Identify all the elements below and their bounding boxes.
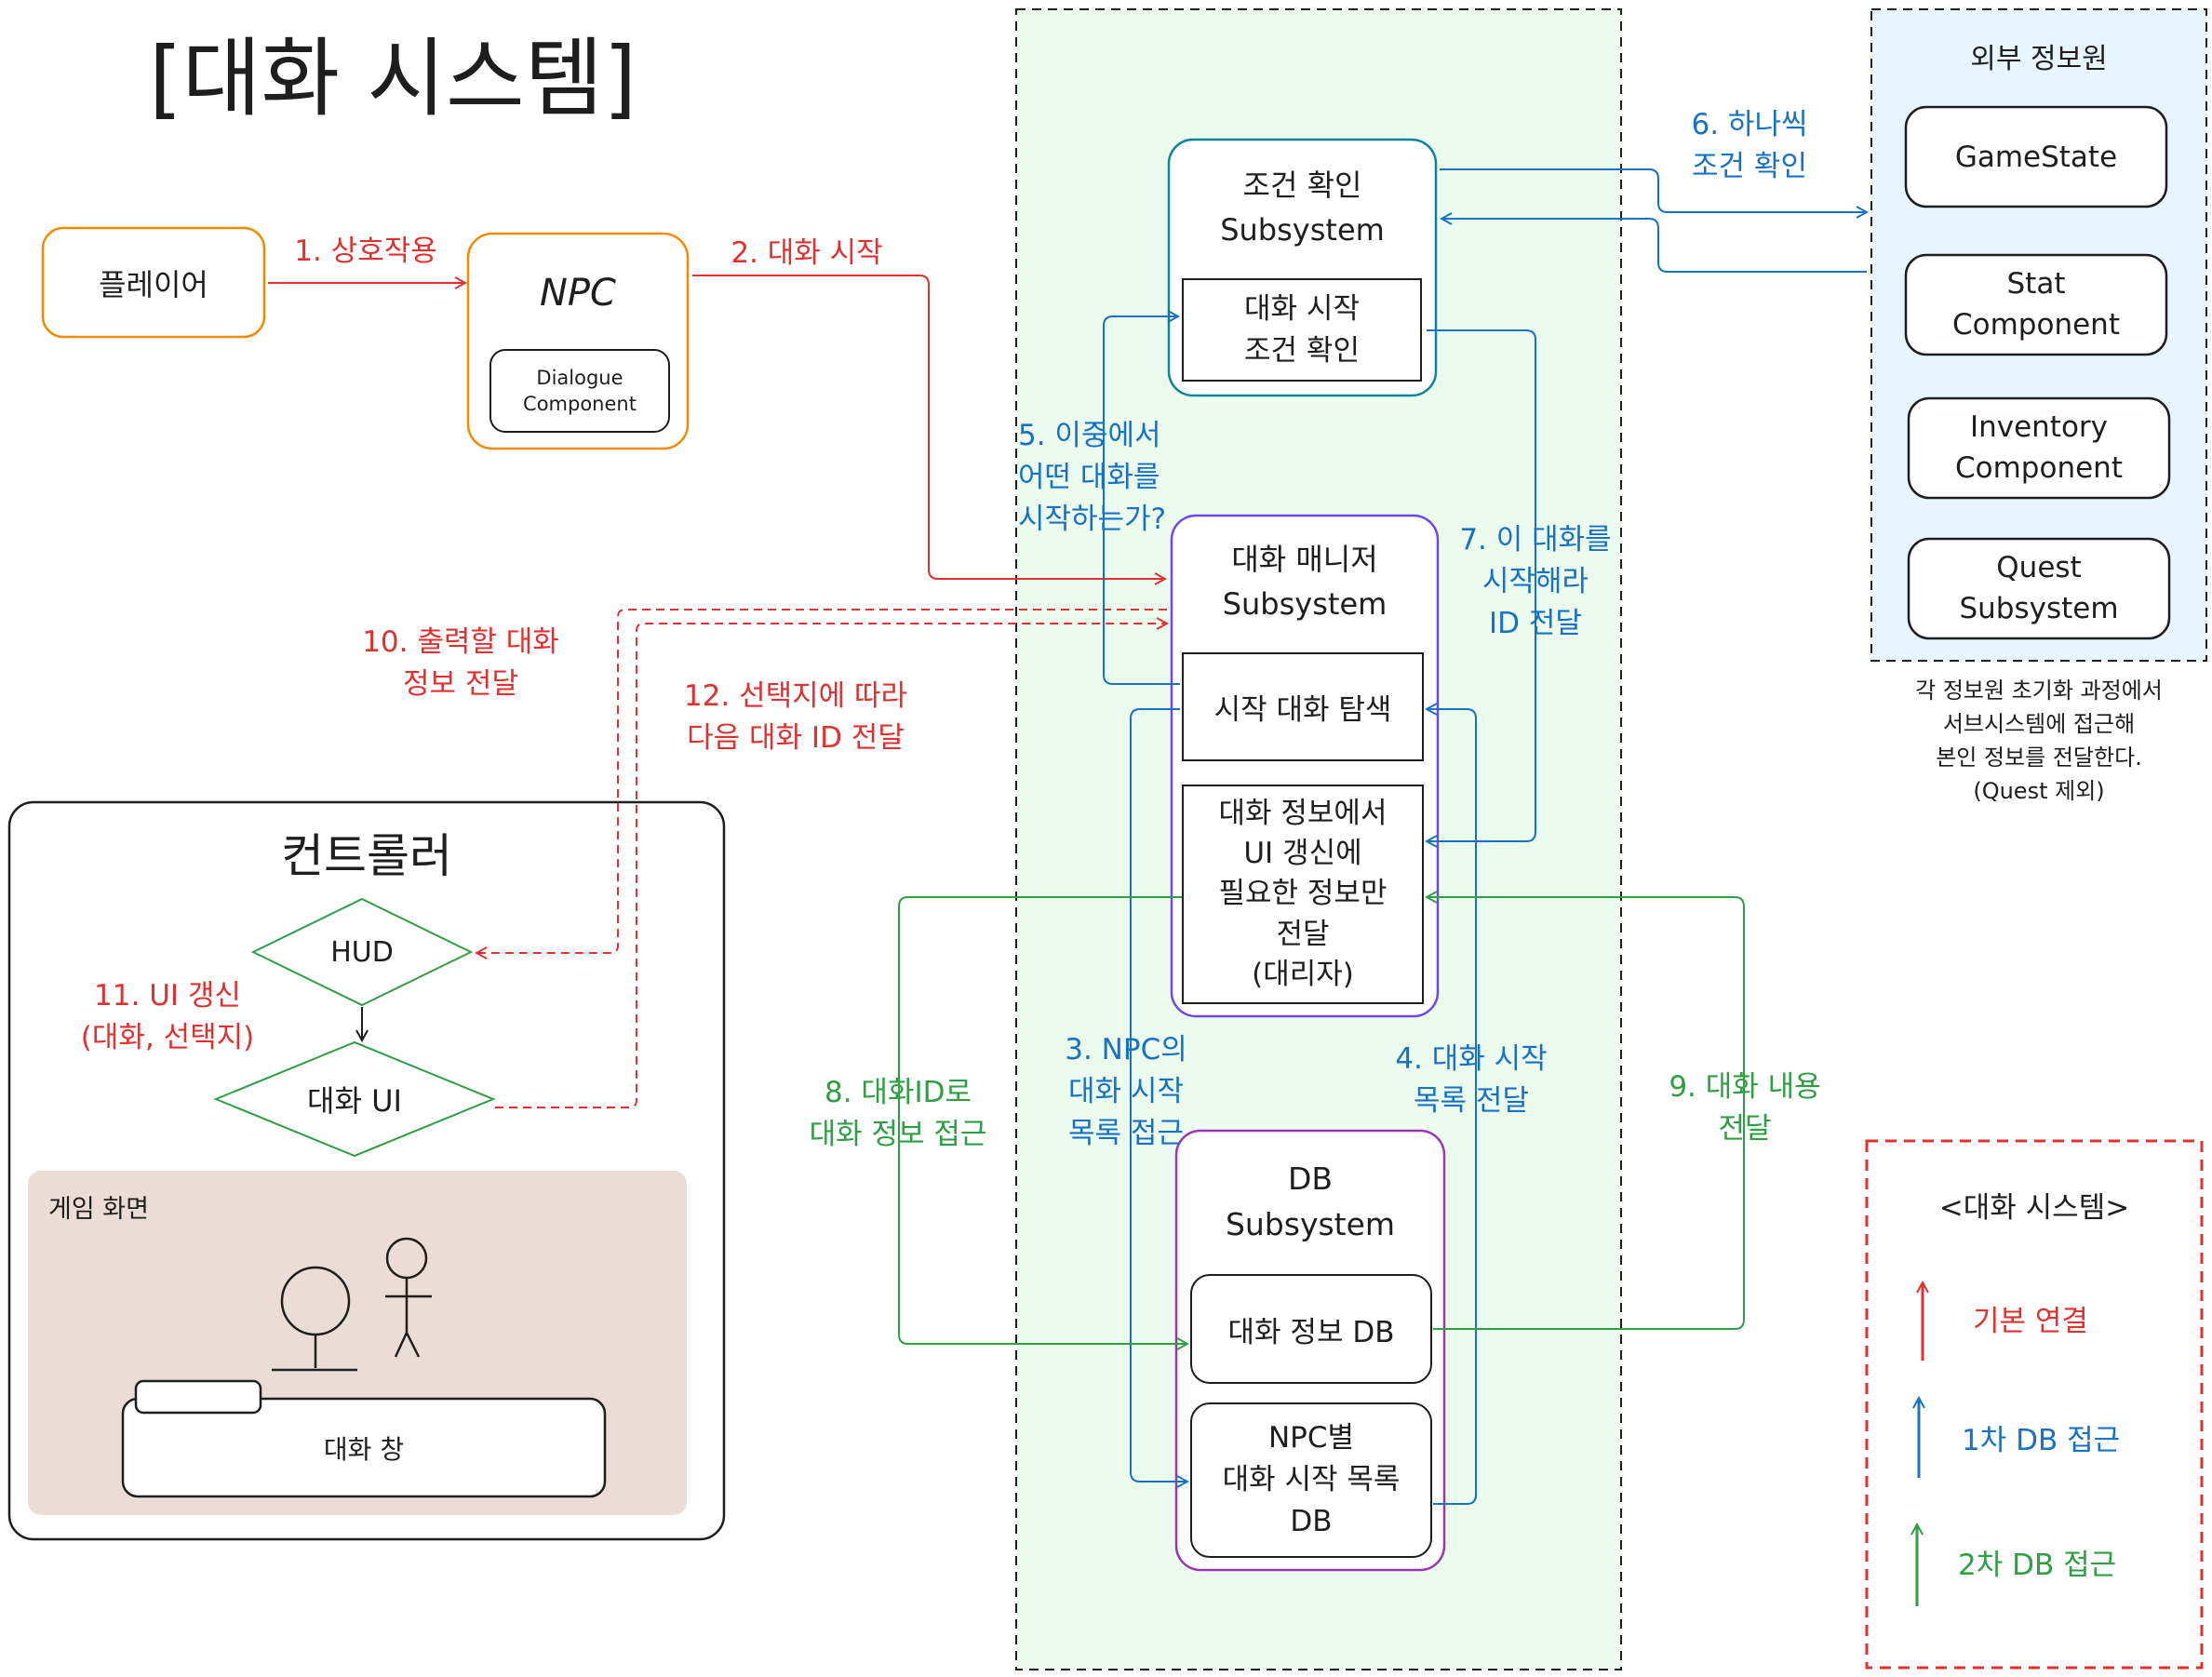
controller-title: 컨트롤러 xyxy=(281,829,452,883)
external-source-title: 외부 정보원 xyxy=(1970,43,2108,75)
arrow-10-output-info xyxy=(476,609,1167,953)
start-search-label: 시작 대화 탐색 xyxy=(1213,693,1392,727)
dialogue-info-db-box xyxy=(1190,1274,1432,1384)
external-source-note: 각 정보원 초기화 과정에서 서브시스템에 접근해 본인 정보를 전달한다. (… xyxy=(1915,678,2163,804)
step-7-label: 7. 이 대화를 시작해라 ID 전달 xyxy=(1459,523,1612,640)
inventory-component-box xyxy=(1907,396,2171,500)
db-subsystem-label: DB Subsystem xyxy=(1225,1160,1396,1243)
arrow-4-list-deliver xyxy=(1427,709,1477,1505)
quest-subsystem-box xyxy=(1907,537,2171,640)
step-3-label: 3. NPC의 대화 시작 목록 접근 xyxy=(1065,1033,1187,1150)
gamestate-box xyxy=(1904,105,2168,208)
arrow-3-list-access xyxy=(1130,708,1187,1482)
hud-diamond xyxy=(250,897,474,1007)
gamestate-label: GameState xyxy=(1954,140,2118,174)
player-box xyxy=(41,226,266,339)
arrow-2-dialogue-start xyxy=(692,275,1165,579)
dialogue-window-box xyxy=(121,1397,607,1498)
arrow-9-content-deliver xyxy=(1427,897,1745,1330)
stick-figure-small xyxy=(385,1237,432,1358)
dialogue-component-box xyxy=(489,349,670,433)
stat-component-box xyxy=(1904,253,2168,356)
player-label: 플레이어 xyxy=(99,266,208,302)
npc-label: NPC xyxy=(540,272,616,315)
step-2-label: 2. 대화 시작 xyxy=(731,236,883,270)
stick-figure-large xyxy=(272,1266,357,1372)
npc-start-list-db-box xyxy=(1190,1402,1432,1558)
condition-start-label: 대화 시작 조건 확인 xyxy=(1244,291,1360,368)
step-8-label: 8. 대화ID로 대화 정보 접근 xyxy=(809,1076,987,1151)
dialogue-ui-label: 대화 UI xyxy=(307,1083,402,1119)
delegate-label: 대화 정보에서 UI 갱신에 필요한 정보만 전달 (대리자) xyxy=(1218,796,1388,992)
step-9-label: 9. 대화 내용 전달 xyxy=(1669,1070,1821,1146)
game-screen-label: 게임 화면 xyxy=(48,1195,149,1224)
step-1-label: 1. 상호작용 xyxy=(294,235,437,268)
delegate-box xyxy=(1182,785,1424,1004)
arrow-6a-check-out xyxy=(1440,168,1867,212)
arrow-7-send-id xyxy=(1427,329,1536,841)
dialogue-ui-diamond xyxy=(213,1040,496,1158)
legend-basic-label: 기본 연결 xyxy=(1973,1305,2088,1338)
dialogue-info-db-label: 대화 정보 DB xyxy=(1227,1315,1395,1349)
step-5-label: 5. 이중에서 어떤 대화를 시작하는가? xyxy=(1018,419,1167,536)
manager-subsystem-label: 대화 매니저 Subsystem xyxy=(1222,542,1388,622)
step-11-label: 11. UI 갱신 (대화, 선택지) xyxy=(80,979,255,1054)
legend-box xyxy=(1865,1139,2204,1670)
step-6-label: 6. 하나씩 조건 확인 xyxy=(1691,108,1808,183)
arrow-6b-info-in xyxy=(1441,219,1867,273)
page-title: [대화 시스템] xyxy=(149,29,637,128)
start-search-box xyxy=(1182,652,1424,761)
step-12-label: 12. 선택지에 따라 다음 대화 ID 전달 xyxy=(683,679,908,755)
inventory-component-label: Inventory Component xyxy=(1955,410,2123,485)
arrow-5-which-dialogue xyxy=(1103,316,1180,685)
condition-subsystem-label: 조건 확인 Subsystem xyxy=(1220,168,1385,248)
legend-db2-label: 2차 DB 접근 xyxy=(1958,1549,2117,1582)
step-4-label: 4. 대화 시작 목록 전달 xyxy=(1395,1042,1548,1118)
condition-start-box xyxy=(1182,278,1422,382)
npc-start-list-db-label: NPC별 대화 시작 목록 DB xyxy=(1222,1421,1401,1538)
legend-db1-label: 1차 DB 접근 xyxy=(1962,1424,2121,1457)
dialogue-window-label: 대화 창 xyxy=(323,1433,405,1465)
stat-component-label: Stat Component xyxy=(1952,267,2120,342)
legend-title: <대화 시스템> xyxy=(1938,1191,2130,1225)
quest-subsystem-label: Quest Subsystem xyxy=(1959,551,2119,625)
dialogue-window-tab xyxy=(134,1379,262,1415)
dialogue-component-label: Dialogue Component xyxy=(523,366,637,415)
arrow-8-info-access xyxy=(898,896,1187,1344)
step-10-label: 10. 출력할 대화 정보 전달 xyxy=(362,625,559,701)
hud-label: HUD xyxy=(330,935,394,969)
arrow-12-next-id xyxy=(495,624,1167,1108)
